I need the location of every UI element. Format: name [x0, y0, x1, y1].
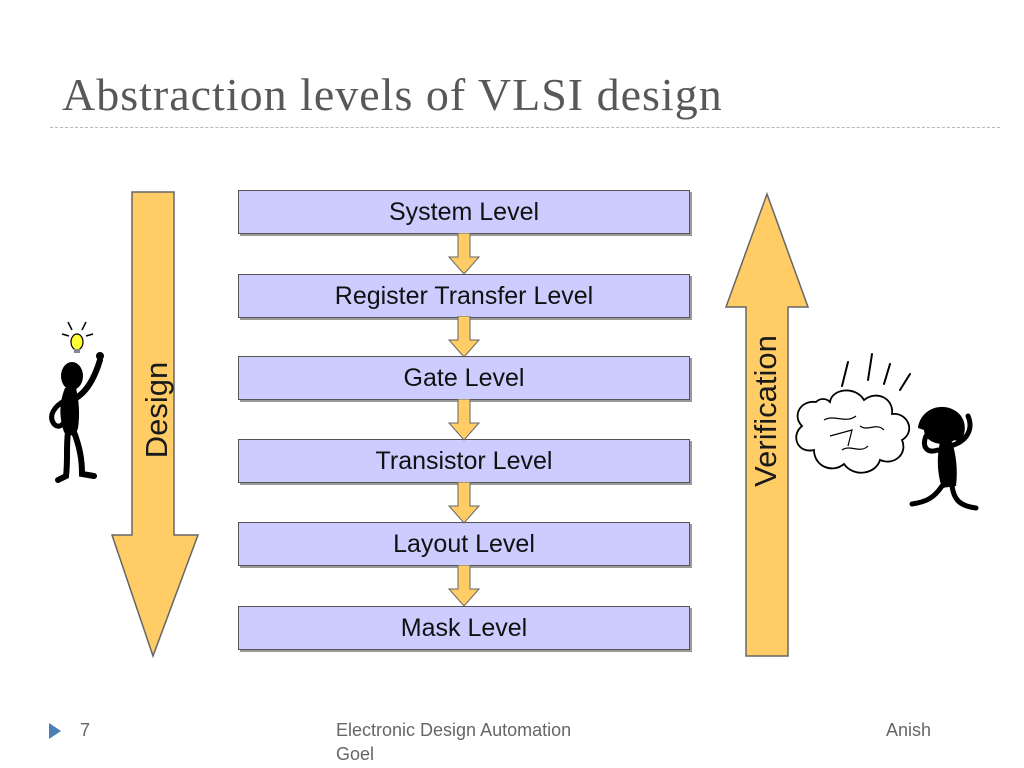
- footer-author-first: Anish: [886, 720, 932, 740]
- level-label: Transistor Level: [375, 446, 553, 475]
- level-label: Layout Level: [393, 529, 535, 558]
- connector-arrow-icon: [448, 399, 480, 441]
- level-box-register-transfer: Register Transfer Level: [238, 274, 690, 318]
- connector-arrow-icon: [448, 482, 480, 524]
- level-label: Register Transfer Level: [334, 281, 594, 310]
- verification-arrow-label: Verification: [748, 335, 783, 487]
- footer-course-title: Electronic Design Automation: [336, 720, 572, 740]
- level-box-transistor: Transistor Level: [238, 439, 690, 483]
- level-label: Gate Level: [403, 363, 525, 392]
- verification-arrow: [724, 192, 810, 657]
- design-arrow-label: Design: [139, 361, 174, 459]
- slide-number: 7: [80, 720, 91, 740]
- connector-arrow-icon: [448, 316, 480, 358]
- connector-arrow-icon: [448, 233, 480, 275]
- thinking-person-icon: [49, 321, 104, 483]
- level-box-gate: Gate Level: [238, 356, 690, 400]
- level-label: System Level: [388, 197, 540, 226]
- design-arrow: [110, 191, 200, 659]
- footer-marker-icon: [49, 723, 61, 739]
- footer-author-last: Goel: [336, 744, 375, 764]
- level-box-layout: Layout Level: [238, 522, 690, 566]
- title-divider: [50, 127, 1000, 128]
- level-box-mask: Mask Level: [238, 606, 690, 650]
- level-label: Mask Level: [400, 613, 528, 642]
- confused-person-icon: [795, 353, 979, 511]
- connector-arrow-icon: [448, 565, 480, 607]
- level-box-system: System Level: [238, 190, 690, 234]
- slide-title: Abstraction levels of VLSI design: [62, 69, 723, 120]
